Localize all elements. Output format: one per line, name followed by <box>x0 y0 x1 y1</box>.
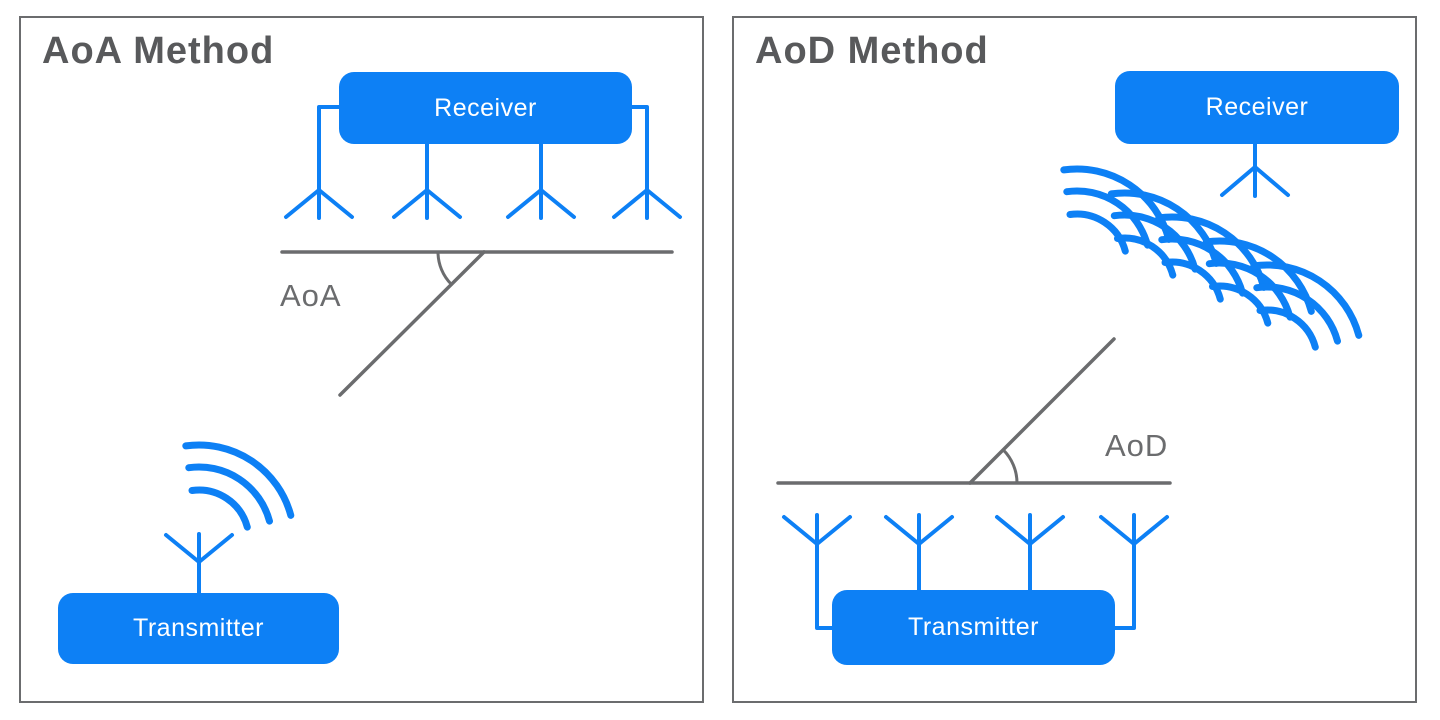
receiver-label: Receiver <box>434 93 537 122</box>
antenna-array-icon <box>284 105 682 220</box>
receiver-label: Receiver <box>1205 93 1309 121</box>
angle-arc <box>1001 448 1019 485</box>
receiver-box: Receiver <box>339 72 632 144</box>
aod-diagram-canvas <box>776 142 1363 630</box>
panel-aoa-method: AoA Method Receiver Transmitter AoA <box>19 16 704 703</box>
angle-arc <box>436 250 453 286</box>
angle-label: AoA <box>280 278 342 313</box>
transmitter-label: Transmitter <box>908 613 1039 641</box>
signal-path-line <box>968 337 1116 485</box>
transmitter-label: Transmitter <box>133 614 264 642</box>
panel-title: AoD Method <box>755 30 989 72</box>
antenna-icon <box>1220 142 1290 198</box>
angle-label: AoD <box>1105 428 1169 463</box>
antenna-icon <box>164 532 234 595</box>
aoa-diagram-canvas <box>164 105 682 595</box>
panel-title: AoA Method <box>42 30 275 72</box>
wifi-waves-icon <box>182 441 295 531</box>
panel-aod-method: AoD Method Receiver Transmitter AoD <box>732 16 1417 703</box>
wavefront-waves-icon <box>1060 165 1363 351</box>
signal-path-line <box>338 250 486 397</box>
antenna-array-icon <box>782 513 1169 630</box>
transmitter-box: Transmitter <box>58 593 339 664</box>
transmitter-box: Transmitter <box>832 590 1115 665</box>
receiver-box: Receiver <box>1115 71 1399 144</box>
